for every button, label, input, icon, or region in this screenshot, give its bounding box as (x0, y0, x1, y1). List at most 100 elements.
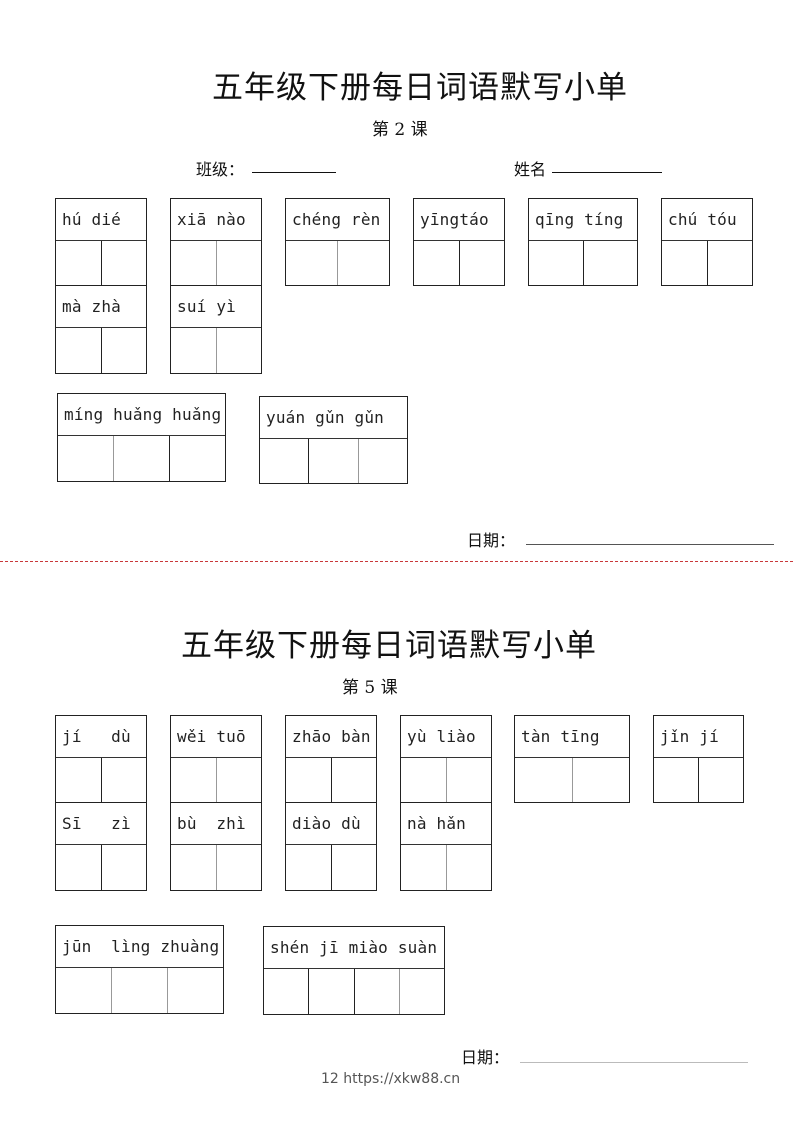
writing-cell[interactable] (114, 436, 170, 481)
pinyin-label: tàn tīng (515, 716, 629, 758)
pinyin-label: Sī zì (56, 803, 146, 845)
pinyin-label: hú dié (56, 199, 146, 241)
writing-cell[interactable] (654, 758, 699, 802)
word-box: mà zhà (55, 286, 147, 374)
word-box: yuán gǔn gǔn (259, 396, 408, 484)
pinyin-label: bù zhì (171, 803, 261, 845)
cut-line-divider (0, 561, 793, 562)
word-box: hú dié (55, 198, 147, 286)
writing-cell[interactable] (447, 758, 492, 802)
worksheet-title: 五年级下册每日词语默写小单 (181, 628, 597, 664)
writing-cell[interactable] (460, 241, 505, 285)
word-box: diào dù (285, 803, 377, 891)
writing-cell[interactable] (217, 241, 262, 285)
writing-cell[interactable] (56, 328, 102, 373)
word-box: jǐn jí (653, 715, 744, 803)
writing-cell[interactable] (264, 969, 310, 1014)
word-box: Sī zì (55, 803, 147, 891)
writing-cell[interactable] (584, 241, 638, 285)
pinyin-label: yīngtáo (414, 199, 504, 241)
writing-cell[interactable] (401, 758, 447, 802)
pinyin-label: zhāo bàn (286, 716, 376, 758)
writing-cell[interactable] (56, 845, 102, 890)
writing-cell[interactable] (56, 241, 102, 285)
word-box: jūn lìng zhuàng (55, 925, 224, 1014)
writing-cell[interactable] (58, 436, 114, 481)
word-box: zhāo bàn (285, 715, 377, 803)
writing-cell[interactable] (400, 969, 444, 1014)
writing-cell[interactable] (529, 241, 584, 285)
writing-cell[interactable] (286, 758, 332, 802)
writing-cell[interactable] (171, 758, 217, 802)
writing-cell[interactable] (171, 328, 217, 373)
pinyin-label: jí dù (56, 716, 146, 758)
writing-cell[interactable] (102, 241, 147, 285)
writing-cell[interactable] (708, 241, 753, 285)
word-box: yù liào (400, 715, 492, 803)
writing-cell[interactable] (168, 968, 223, 1013)
writing-cell[interactable] (171, 241, 217, 285)
word-box: jí dù (55, 715, 147, 803)
pinyin-label: mà zhà (56, 286, 146, 328)
writing-cell[interactable] (56, 758, 102, 802)
pinyin-label: míng huǎng huǎng (58, 394, 225, 436)
pinyin-label: shén jī miào suàn (264, 927, 444, 969)
writing-cell[interactable] (217, 758, 262, 802)
page-footer: 12 https://xkw88.cn (321, 1071, 461, 1087)
class-label: 班级： (196, 160, 245, 179)
writing-cell[interactable] (171, 845, 217, 890)
word-box: tàn tīng (514, 715, 630, 803)
pinyin-label: yuán gǔn gǔn (260, 397, 407, 439)
writing-cell[interactable] (573, 758, 630, 802)
word-box: yīngtáo (413, 198, 505, 286)
pinyin-label: jūn lìng zhuàng (56, 926, 223, 968)
pinyin-label: jǐn jí (654, 716, 743, 758)
worksheet-title: 五年级下册每日词语默写小单 (212, 70, 628, 106)
writing-cell[interactable] (401, 845, 447, 890)
writing-cell[interactable] (359, 439, 407, 483)
pinyin-label: qīng tíng (529, 199, 637, 241)
pinyin-label: nà hǎn (401, 803, 491, 845)
date-input-line[interactable] (526, 544, 774, 545)
writing-cell[interactable] (170, 436, 225, 481)
writing-cell[interactable] (338, 241, 389, 285)
writing-cell[interactable] (217, 328, 262, 373)
writing-cell[interactable] (260, 439, 310, 483)
name-input-line[interactable] (552, 172, 662, 173)
pinyin-label: chéng rèn (286, 199, 389, 241)
writing-cell[interactable] (662, 241, 708, 285)
date-input-line[interactable] (520, 1062, 748, 1063)
date-label: 日期： (461, 1048, 510, 1067)
writing-cell[interactable] (286, 845, 332, 890)
writing-cell[interactable] (102, 328, 147, 373)
pinyin-label: wěi tuō (171, 716, 261, 758)
writing-cell[interactable] (286, 241, 338, 285)
writing-cell[interactable] (102, 845, 147, 890)
word-box: míng huǎng huǎng (57, 393, 226, 482)
pinyin-label: suí yì (171, 286, 261, 328)
writing-cell[interactable] (699, 758, 743, 802)
pinyin-label: diào dù (286, 803, 376, 845)
word-box: shén jī miào suàn (263, 926, 445, 1015)
word-box: bù zhì (170, 803, 262, 891)
word-box: chéng rèn (285, 198, 390, 286)
writing-cell[interactable] (332, 758, 377, 802)
pinyin-label: yù liào (401, 716, 491, 758)
writing-cell[interactable] (355, 969, 400, 1014)
writing-cell[interactable] (414, 241, 460, 285)
writing-cell[interactable] (332, 845, 377, 890)
writing-cell[interactable] (102, 758, 147, 802)
word-box: qīng tíng (528, 198, 638, 286)
writing-cell[interactable] (112, 968, 168, 1013)
writing-cell[interactable] (447, 845, 492, 890)
lesson-number: 第 2 课 (372, 120, 428, 140)
name-label: 姓名 (514, 160, 547, 179)
writing-cell[interactable] (56, 968, 112, 1013)
class-input-line[interactable] (252, 172, 336, 173)
word-box: nà hǎn (400, 803, 492, 891)
lesson-number: 第 5 课 (342, 678, 398, 698)
writing-cell[interactable] (309, 439, 359, 483)
writing-cell[interactable] (217, 845, 262, 890)
writing-cell[interactable] (515, 758, 573, 802)
writing-cell[interactable] (309, 969, 355, 1014)
